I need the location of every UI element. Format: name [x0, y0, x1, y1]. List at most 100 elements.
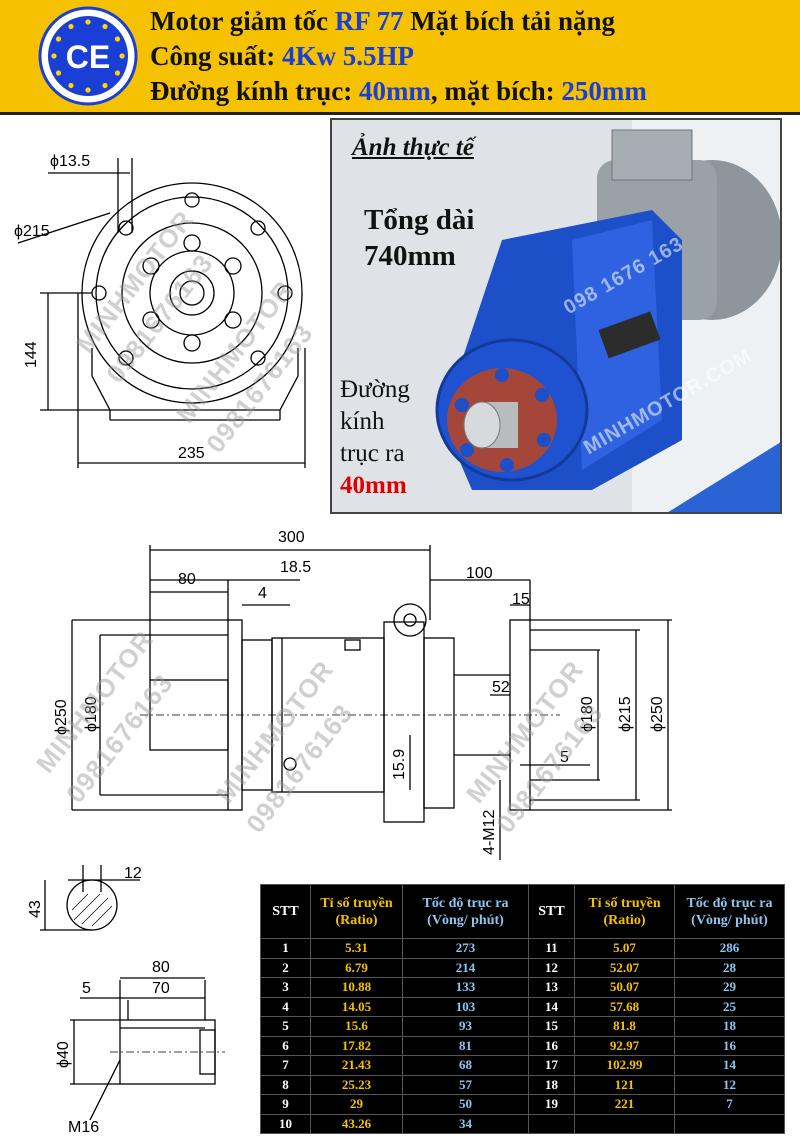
cell-ratio: 29	[310, 1094, 403, 1115]
cell-speed: 18	[674, 1016, 785, 1037]
dim-flange-left-inner: ϕ180	[83, 696, 100, 732]
total-length-value: 740mm	[364, 240, 456, 272]
cell-stt: 15	[528, 1016, 575, 1037]
dim-shaft-80: 80	[152, 960, 170, 976]
col-ratio-left: Tỉ số truyền(Ratio)	[310, 884, 403, 939]
col-stt-left: STT	[260, 884, 311, 939]
table-row: 5 15.6 93 15 81.8 18	[260, 1016, 785, 1037]
table-row: 8 25.23 57 18 121 12	[260, 1074, 785, 1095]
header-line-title: Motor giảm tốc RF 77 Mặt bích tải nặng	[150, 4, 795, 39]
power-label: Công suất:	[150, 41, 283, 71]
col-stt-right: STT	[528, 884, 575, 939]
col-ratio-sub: (Ratio)	[603, 912, 646, 928]
photo-caption: Ảnh thực tế	[352, 134, 474, 161]
cell-empty	[674, 1113, 785, 1134]
table-row: 1 5.31 273 11 5.07 286	[260, 938, 785, 959]
table-row: 7 21.43 68 17 102.99 14	[260, 1055, 785, 1076]
header-lines: Motor giảm tốc RF 77 Mặt bích tải nặng C…	[150, 4, 795, 109]
col-ratio-right: Tỉ số truyền(Ratio)	[574, 884, 675, 939]
ratio-table: STT Tỉ số truyền(Ratio) Tốc độ trục ra(V…	[260, 884, 785, 1134]
cell-speed: 81	[402, 1035, 529, 1056]
power-value: 4Kw 5.5HP	[282, 41, 415, 71]
cell-stt: 11	[528, 938, 575, 959]
shaft-note-line1: Đường	[340, 376, 410, 403]
table-row: 6 17.82 81 16 92.97 16	[260, 1035, 785, 1056]
dim-key-height: 43	[27, 900, 44, 918]
col-speed-right: Tốc độ trục ra(Vòng/ phút)	[674, 884, 785, 939]
col-ratio-sub: (Ratio)	[335, 912, 378, 928]
dim-shaft-70: 70	[152, 980, 170, 997]
table-header-row: STT Tỉ số truyền(Ratio) Tốc độ trục ra(V…	[260, 884, 785, 939]
cell-speed: 25	[674, 996, 785, 1017]
gear-motor-photo	[332, 120, 780, 512]
cell-stt: 5	[260, 1016, 311, 1037]
table-row: 9 29 50 19 221 7	[260, 1094, 785, 1115]
cell-ratio: 21.43	[310, 1055, 403, 1076]
dim-flange-right-pcd: ϕ215	[617, 696, 634, 732]
ce-logo-icon: CE	[38, 6, 138, 106]
col-speed-left: Tốc độ trục ra(Vòng/ phút)	[402, 884, 529, 939]
cell-speed: 28	[674, 957, 785, 978]
col-speed-sub: (Vòng/ phút)	[691, 912, 768, 928]
cell-speed: 50	[402, 1094, 529, 1115]
cell-ratio: 10.88	[310, 977, 403, 998]
table-row: 3 10.88 133 13 50.07 29	[260, 977, 785, 998]
cell-stt: 17	[528, 1055, 575, 1076]
cell-speed: 286	[674, 938, 785, 959]
cell-speed: 273	[402, 938, 529, 959]
cell-stt: 1	[260, 938, 311, 959]
cell-stt: 10	[260, 1113, 311, 1134]
cell-ratio: 50.07	[574, 977, 675, 998]
cell-ratio: 92.97	[574, 1035, 675, 1056]
cell-ratio: 15.6	[310, 1016, 403, 1037]
cell-ratio: 121	[574, 1074, 675, 1095]
dim-pcd: ϕ215	[14, 223, 50, 240]
cell-ratio: 6.79	[310, 957, 403, 978]
cell-empty	[574, 1113, 675, 1134]
header-banner: CE Motor giảm tốc RF 77 Mặt bích tải nặn…	[0, 0, 800, 115]
cell-speed: 93	[402, 1016, 529, 1037]
side-view-drawing: 300 18.5 80 4 100 15 ϕ250 ϕ180 52 15.9 5…	[53, 529, 672, 860]
cell-ratio: 221	[574, 1094, 675, 1115]
total-length-label: Tổng dài	[364, 204, 475, 236]
dim-4: 4	[258, 585, 267, 602]
dim-shaft-diameter: ϕ40	[55, 1041, 72, 1068]
keyway-section-drawing: 12 43	[27, 865, 142, 931]
cell-stt: 12	[528, 957, 575, 978]
dim-80: 80	[178, 571, 196, 588]
cell-ratio: 14.05	[310, 996, 403, 1017]
cell-speed: 29	[674, 977, 785, 998]
dim-52: 52	[492, 679, 510, 696]
header-line-power: Công suất: 4Kw 5.5HP	[150, 39, 795, 74]
cell-ratio: 52.07	[574, 957, 675, 978]
cell-stt: 3	[260, 977, 311, 998]
cell-ratio: 25.23	[310, 1074, 403, 1095]
cell-empty	[528, 1113, 575, 1134]
table-row: 10 43.26 34	[260, 1113, 785, 1134]
cell-stt: 7	[260, 1055, 311, 1076]
dim-15: 15	[512, 591, 530, 608]
cell-ratio: 102.99	[574, 1055, 675, 1076]
dim-5: 5	[560, 749, 569, 766]
dim-shaft-5: 5	[82, 980, 91, 997]
table-row: 4 14.05 103 14 57.68 25	[260, 996, 785, 1017]
cell-speed: 57	[402, 1074, 529, 1095]
cell-stt: 6	[260, 1035, 311, 1056]
cell-stt: 9	[260, 1094, 311, 1115]
front-view-drawing: ϕ13.5 ϕ215 144 235	[14, 153, 306, 468]
dim-15-9: 15.9	[391, 749, 408, 780]
cell-stt: 16	[528, 1035, 575, 1056]
cell-speed: 12	[674, 1074, 785, 1095]
cell-stt: 13	[528, 977, 575, 998]
cell-ratio: 57.68	[574, 996, 675, 1017]
cell-ratio: 5.31	[310, 938, 403, 959]
model-name: RF 77	[334, 6, 404, 36]
dim-bolts: 4-M12	[481, 810, 498, 855]
shaft-note-value: 40mm	[340, 472, 407, 499]
cell-stt: 18	[528, 1074, 575, 1095]
ce-logo-text: CE	[66, 39, 110, 75]
cell-ratio: 5.07	[574, 938, 675, 959]
col-speed-label: Tốc độ trục ra	[422, 895, 509, 911]
shaft-note-line2: kính	[340, 408, 385, 435]
dim-18-5: 18.5	[280, 559, 311, 576]
